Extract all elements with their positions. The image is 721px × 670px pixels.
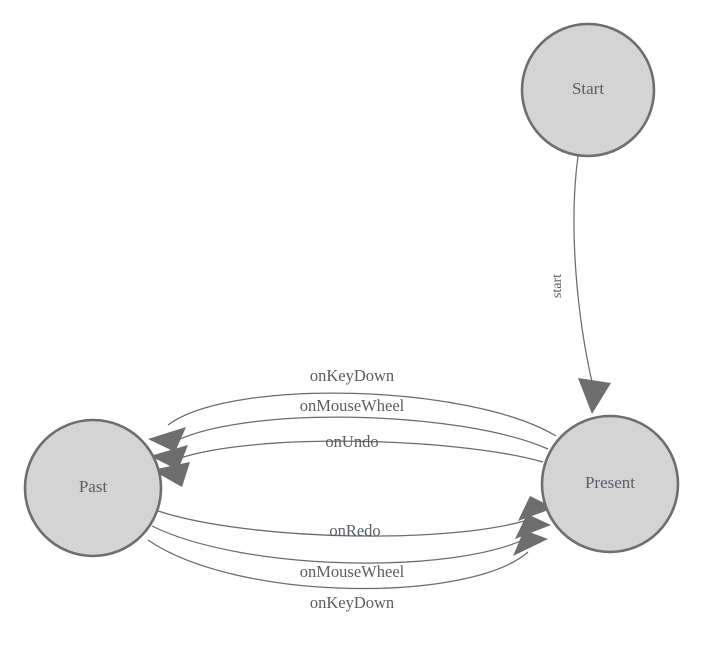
node-present-circle [540, 414, 680, 554]
edge-past-to-present-mousewheel-path [151, 525, 532, 564]
edge-past-to-present-redo[interactable]: onRedo [157, 496, 554, 540]
node-past[interactable]: Past [23, 418, 163, 558]
edge-present-to-past-undo[interactable]: onUndo [152, 432, 544, 487]
edge-present-to-past-keydown[interactable]: onKeyDown [148, 366, 557, 452]
edge-present-to-past-keydown-path [167, 392, 557, 437]
arrowhead-past-from-mousewheel [150, 445, 188, 470]
edge-label-present-past-undo: onUndo [325, 432, 378, 451]
node-past-circle [23, 418, 163, 558]
arrowhead-past-from-undo [152, 462, 190, 487]
edge-present-to-past-mousewheel-path [169, 416, 549, 450]
edge-present-to-past-mousewheel[interactable]: onMouseWheel [150, 396, 549, 470]
node-start-label: Start [572, 79, 604, 98]
edge-label-past-present-keydown: onKeyDown [310, 593, 394, 612]
edge-label-past-present-mousewheel: onMouseWheel [300, 562, 405, 581]
edge-past-to-present-redo-path [157, 510, 535, 537]
arrowhead-past-from-keydown [148, 427, 186, 452]
edge-past-to-present-keydown[interactable]: onKeyDown [147, 530, 548, 612]
arrowhead-present-from-start [578, 378, 611, 414]
node-present[interactable]: Present [540, 414, 680, 554]
edge-label-present-past-keydown: onKeyDown [310, 366, 394, 385]
node-past-label: Past [79, 477, 108, 496]
node-present-label: Present [585, 473, 635, 492]
edge-label-past-present-redo: onRedo [329, 521, 380, 540]
edge-past-to-present-keydown-path [147, 539, 529, 590]
edge-start-to-present-path [573, 155, 593, 383]
arrowhead-present-from-keydown [513, 530, 548, 556]
edge-label-present-past-mousewheel: onMouseWheel [300, 396, 405, 415]
edge-start-to-present[interactable]: start [550, 155, 611, 414]
edge-label-start: start [550, 274, 565, 298]
node-start-circle [520, 22, 656, 158]
node-start[interactable]: Start [520, 22, 656, 158]
edge-present-to-past-undo-path [171, 440, 544, 463]
